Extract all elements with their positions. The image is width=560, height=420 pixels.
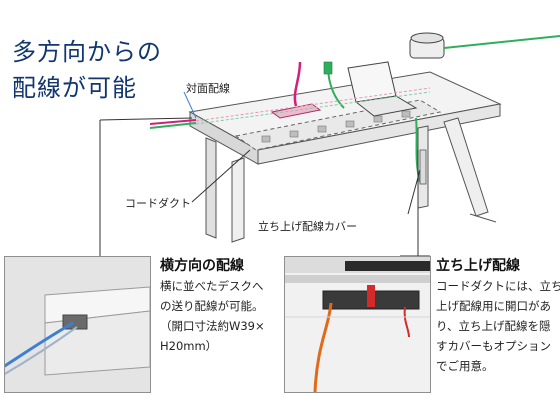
callout-face-wiring: 対面配線 [186, 82, 230, 95]
callout-cord-duct: コードダクト [125, 197, 191, 210]
callout-riser-cover: 立ち上げ配線カバー [258, 220, 357, 233]
panel-left-line: H20mm） [160, 339, 218, 353]
panel-left-line: の送り配線が可能。 [160, 299, 264, 313]
headline: 多方向からの 配線が可能 [12, 34, 162, 106]
headline-line-2: 配線が可能 [12, 74, 137, 102]
panel-left-line: （開口寸法約W39× [160, 319, 265, 333]
panel-left-line: 横に並べたデスクへ [160, 279, 264, 293]
panel-right-line: り、立ち上げ配線を隠 [436, 319, 551, 333]
panel-right-line: すカバーもオプション [436, 339, 551, 353]
riser-wiring-photo [285, 257, 430, 392]
side-wiring-photo [5, 257, 150, 392]
photo-riser-wiring [284, 256, 431, 393]
headline-line-1: 多方向からの [12, 38, 162, 66]
panel-left-title: 横方向の配線 [160, 258, 244, 274]
panel-right-title: 立ち上げ配線 [436, 258, 520, 274]
panel-right-text: コードダクトには、立ち 上げ配線用に開口があ り、立ち上げ配線を隠 すカバーもオ… [436, 276, 560, 376]
panel-right-line: 上げ配線用に開口があ [436, 299, 551, 313]
photo-side-wiring [4, 256, 151, 393]
panel-left-text: 横に並べたデスクへ の送り配線が可能。 （開口寸法約W39× H20mm） [160, 276, 265, 356]
panel-right-line: でご用意。 [436, 359, 494, 373]
panel-right-line: コードダクトには、立ち [436, 279, 560, 293]
